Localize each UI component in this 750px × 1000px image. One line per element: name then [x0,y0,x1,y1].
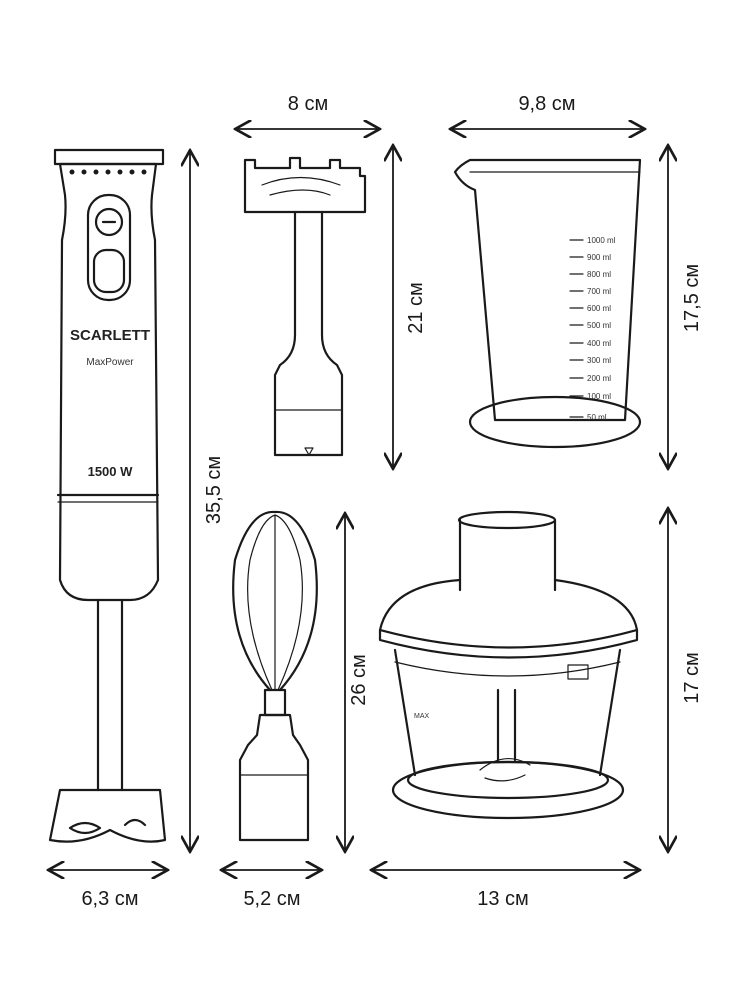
cup-mark: 1000 ml [587,236,616,245]
power-label: 1500 W [88,464,134,479]
cup-mark: 400 ml [587,339,611,348]
whisk-drawing [232,510,318,842]
cup-mark: 600 ml [587,304,611,313]
dim-blender-width: 6,3 см [81,888,138,910]
cup-mark: 700 ml [587,287,611,296]
chopper-bowl-drawing: MAX [378,510,639,820]
hand-blender-drawing: SCARLETT MaxPower 1500 W [48,148,167,843]
dim-chopper-height: 17 см [681,652,703,704]
chopper-blade-drawing [243,156,367,457]
dim-chopper-blade-width: 8 см [288,93,328,115]
max-label: MAX [414,713,430,720]
brand-label: SCARLETT [70,327,150,344]
cup-mark: 900 ml [587,253,611,262]
dim-chopper-blade-height: 21 см [405,282,427,334]
cup-scale: 1000 ml 900 ml 800 ml 700 ml 600 ml 500 … [569,236,616,422]
cup-mark: 100 ml [587,392,611,401]
dim-cup-height: 17,5 см [681,264,703,332]
dim-whisk-width: 5,2 см [243,888,300,910]
dim-cup-width: 9,8 см [518,93,575,115]
cup-mark: 50 ml [587,413,607,422]
cup-mark: 800 ml [587,270,611,279]
dim-blender-height: 35,5 см [203,456,225,524]
cup-mark: 300 ml [587,356,611,365]
cup-mark: 500 ml [587,321,611,330]
measuring-cup-drawing: 1000 ml 900 ml 800 ml 700 ml 600 ml 500 … [453,158,642,449]
cup-mark: 200 ml [587,374,611,383]
dimension-arrows [50,129,668,870]
model-label: MaxPower [86,357,134,368]
dim-whisk-height: 26 см [348,654,370,706]
dim-chopper-width: 13 см [477,888,529,910]
